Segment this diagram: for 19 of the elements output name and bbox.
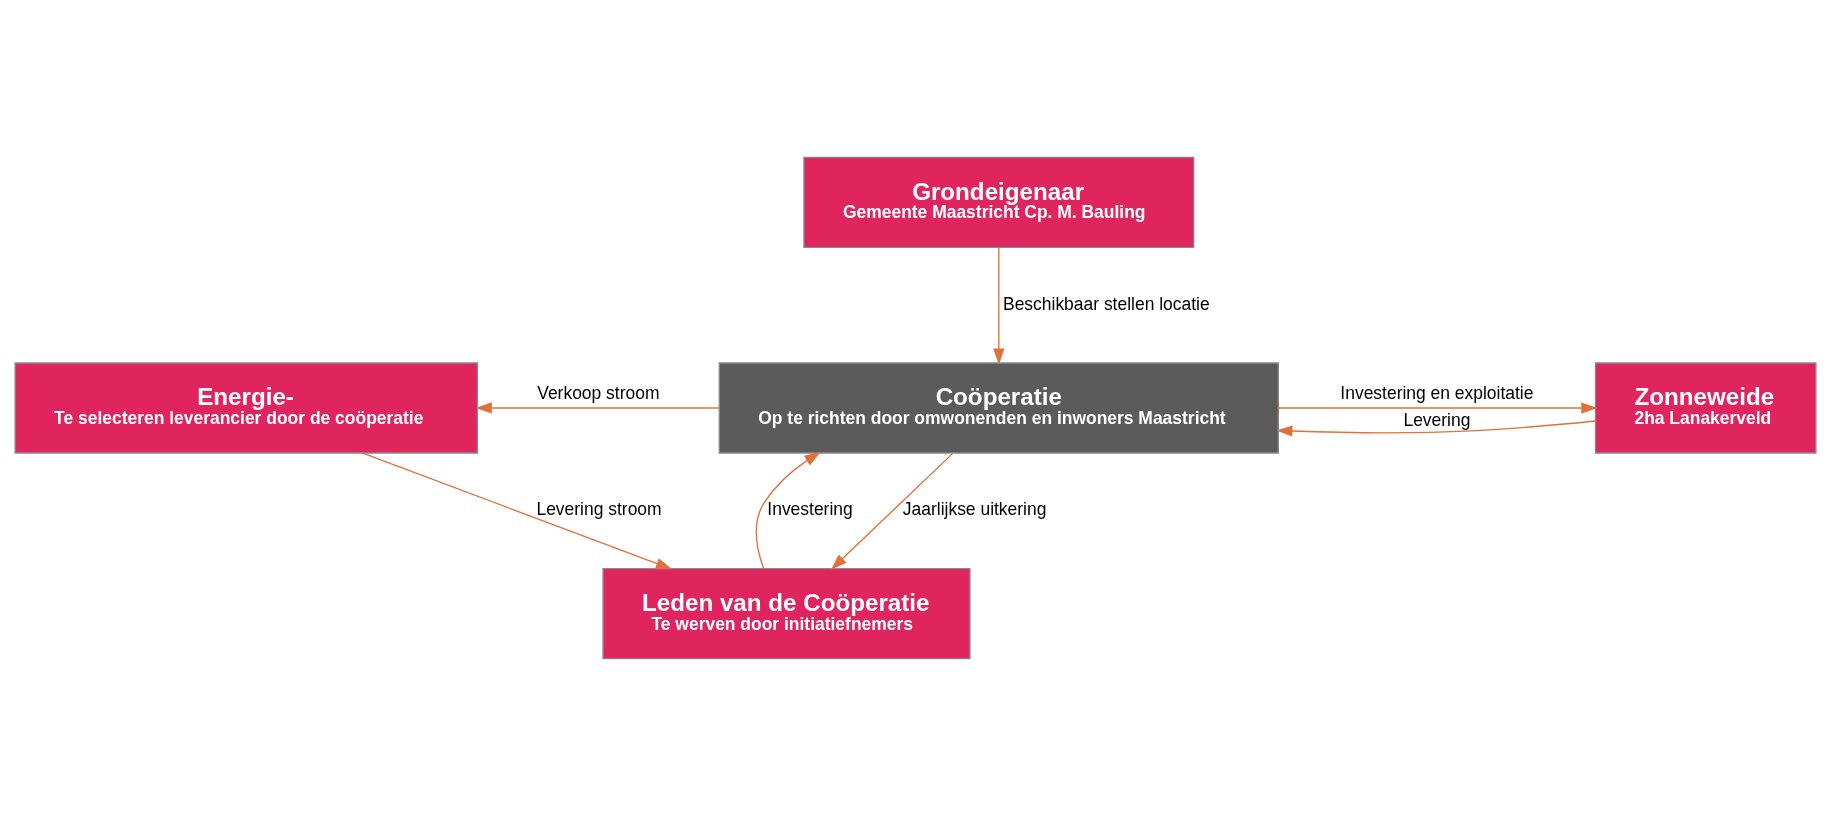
node-box: Grondeigenaar Gemeente Maastricht Cp. M. Bauling [803, 156, 1195, 249]
arrow [755, 452, 821, 569]
node-box: Energie- Te selecteren leverancier door de coöperatie [14, 362, 479, 454]
arrow [831, 452, 954, 570]
edge-label: Jaarlijkse uitkering [902, 499, 1047, 520]
arrow [1278, 402, 1598, 414]
node-box: Leden van de Coöperatie Te werven door initiatiefnemers [602, 567, 971, 660]
arrow [362, 452, 673, 570]
edge-label: Beschikbaar stellen locatie [1003, 293, 1210, 314]
arrow [993, 247, 1005, 365]
edge-label: Investering en exploitatie [1340, 383, 1534, 404]
arrow [475, 402, 720, 414]
node-box: Zonneweide 2ha Lanakerveld [1594, 362, 1817, 454]
arrow [1276, 420, 1596, 437]
edge-label: Levering stroom [536, 499, 662, 520]
node-box: Coöperatie Op te richten door omwonenden en inwoners Maastricht [718, 362, 1279, 454]
edge-label: Verkoop stroom [537, 383, 660, 404]
edge-label: Investering [767, 499, 853, 520]
edge-label: Levering [1403, 410, 1471, 431]
